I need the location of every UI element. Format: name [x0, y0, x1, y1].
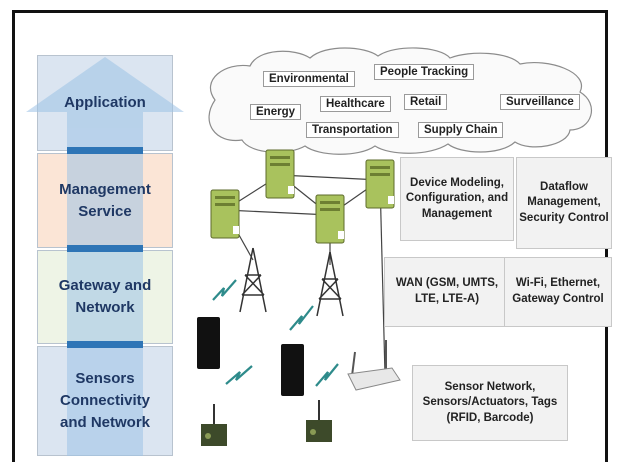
device-modeling-box: Device Modeling, Configuration, and Mana… — [400, 157, 514, 241]
wifi-ethernet-box: Wi-Fi, Ethernet, Gateway Control — [504, 257, 612, 327]
layer-sensors-connectivity-label: Sensors Connectivity and Network — [59, 370, 150, 431]
app-label-people-tracking: People Tracking — [374, 64, 475, 80]
app-label-healthcare: Healthcare — [320, 96, 391, 112]
layer-application-label: Application — [64, 94, 146, 112]
layer-sensors-connectivity: Sensors Connectivity and Network — [37, 346, 173, 456]
layer-gateway-network: Gateway and Network — [37, 250, 173, 344]
app-label-retail: Retail — [404, 94, 448, 110]
app-label-supply-chain: Supply Chain — [418, 122, 504, 138]
dataflow-management-box: Dataflow Management, Security Control — [516, 157, 612, 249]
wan-box: WAN (GSM, UMTS, LTE, LTE-A) — [384, 257, 510, 327]
app-label-energy: Energy — [250, 104, 301, 120]
layer-management-service: Management Service — [37, 153, 173, 248]
app-label-transportation: Transportation — [306, 122, 399, 138]
layer-gateway-network-label: Gateway and Network — [58, 277, 152, 316]
app-label-surveillance: Surveillance — [500, 94, 580, 110]
sensor-network-box: Sensor Network, Sensors/Actuators, Tags … — [412, 365, 568, 441]
layer-management-service-label: Management Service — [59, 180, 151, 220]
layer-application: Application — [37, 55, 173, 151]
app-label-environmental: Environmental — [263, 71, 355, 87]
